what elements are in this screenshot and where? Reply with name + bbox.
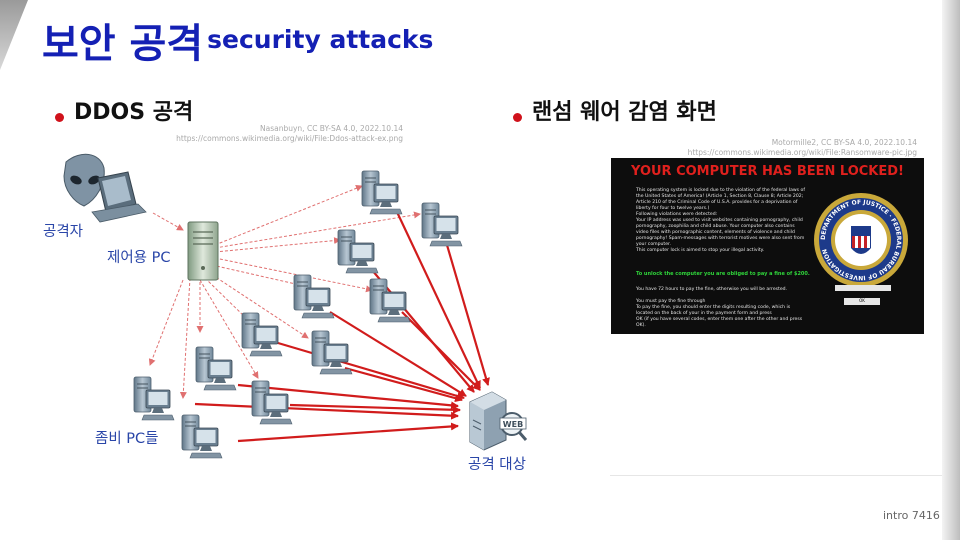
zombie-pc-icon xyxy=(361,170,403,215)
zombie-pc-icon xyxy=(195,346,237,391)
ransom-text-line: OK). xyxy=(636,323,646,328)
ddos-credit-url: https://commons.wikimedia.org/wiki/File:… xyxy=(176,134,403,143)
label-zombies: 좀비 PC들 xyxy=(95,431,159,447)
bullet-ransomware-text: 랜섬 웨어 감염 화면 xyxy=(532,100,717,125)
fbi-seal-icon: DEPARTMENT OF JUSTICE · FEDERAL BUREAU O… xyxy=(814,193,908,287)
ransom-headline: YOUR COMPUTER HAS BEEN LOCKED! xyxy=(631,164,904,179)
web-badge-text: WEB xyxy=(503,420,523,429)
ransom-text-line: To pay the fine, you should enter the di… xyxy=(636,305,791,310)
ransom-text-line: video files with pornographic content, e… xyxy=(636,230,795,235)
ransom-code-field[interactable] xyxy=(835,285,891,291)
ddos-credit-author: Nasanbuyn, CC BY-SA 4.0, 2022.10.14 xyxy=(260,124,403,133)
bullet-dot xyxy=(55,112,64,122)
ransom-text-line: OK (if you have several codes, enter the… xyxy=(636,317,803,322)
web-badge xyxy=(499,417,527,430)
bullet-ddos: DDOS 공격 xyxy=(55,94,193,126)
attacker-icon xyxy=(63,153,147,223)
label-attacker: 공격자 xyxy=(43,224,84,240)
ransom-credit-author: Motormille2, CC BY-SA 4.0, 2022.10.14 xyxy=(771,138,917,147)
label-target: 공격 대상 xyxy=(468,457,526,473)
zombie-pc-icon xyxy=(181,414,223,459)
title-main: 보안 공격 xyxy=(42,21,204,67)
ransom-text-line: You must pay the fine through xyxy=(636,299,706,304)
ransom-text-line: your computer. xyxy=(636,242,671,247)
controller-pc-icon xyxy=(187,221,219,281)
ransom-text-line: Article 210 of the Criminal Code of U.S.… xyxy=(636,200,798,205)
zombie-pc-icon xyxy=(241,312,283,357)
ransom-text-line: pornography, zoophilia and child abuse. … xyxy=(636,224,795,229)
bullet-ransomware: 랜섬 웨어 감염 화면 xyxy=(513,94,717,126)
ransom-image-credit: Motormille2, CC BY-SA 4.0, 2022.10.14 ht… xyxy=(680,138,917,158)
ransom-text-line: located on the back of your in the payme… xyxy=(636,311,772,316)
ransomware-screen-image: YOUR COMPUTER HAS BEEN LOCKED! This oper… xyxy=(611,158,924,334)
bullet-ddos-text: DDOS 공격 xyxy=(74,100,194,125)
ransom-text-line: pornography! Spam-messages with terroris… xyxy=(636,236,805,241)
ddos-image-credit: Nasanbuyn, CC BY-SA 4.0, 2022.10.14 http… xyxy=(170,124,403,144)
zombie-pc-icon xyxy=(337,229,379,274)
label-controller: 제어용 PC xyxy=(107,250,171,266)
bullet-dot xyxy=(513,112,522,122)
target-web-server-icon: WEB xyxy=(469,391,528,451)
ransom-hours-text: You have 72 hours to pay the fine, other… xyxy=(636,287,788,292)
ransom-text-line: Your IP address was used to visit websit… xyxy=(636,218,803,223)
ransom-text-line: the United States of America! (Article 1… xyxy=(636,194,804,199)
ransom-credit-url: https://commons.wikimedia.org/wiki/File:… xyxy=(687,148,917,157)
footer-line xyxy=(610,475,942,476)
zombie-pc-icon xyxy=(421,202,463,247)
ransom-text-line: This computer lock is aimed to stop your… xyxy=(636,248,765,253)
ransom-text-line: liberty for four to twelve years.) xyxy=(636,206,710,211)
ransom-ok-button[interactable]: OK xyxy=(844,298,880,305)
slide-footer: intro 7416 xyxy=(883,509,940,522)
ransom-text-line: Following violations were detected: xyxy=(636,212,718,217)
zombie-pc-icon xyxy=(133,376,175,421)
title-subtitle: security attacks xyxy=(207,25,434,54)
ransom-text-line: This operating system is locked due to t… xyxy=(636,188,805,193)
ransom-unlock-text: To unlock the computer you are obliged t… xyxy=(636,271,810,277)
right-edge-decoration xyxy=(942,0,960,540)
